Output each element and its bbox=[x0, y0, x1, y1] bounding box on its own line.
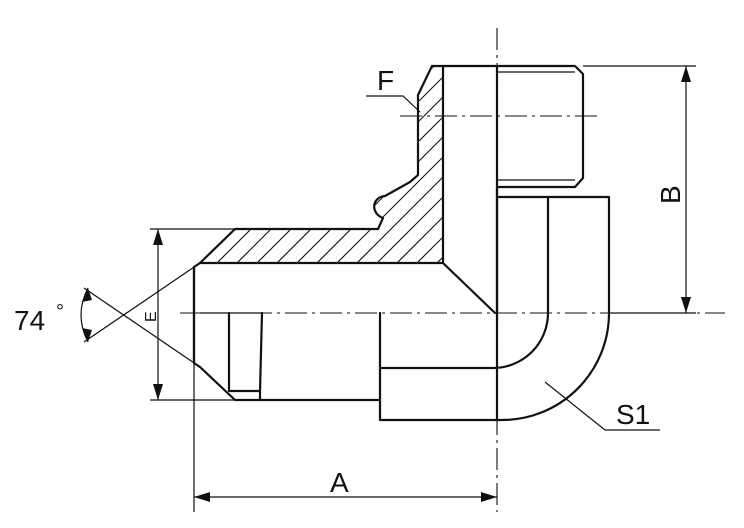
label-a: A bbox=[330, 467, 349, 498]
elbow-passage bbox=[378, 185, 611, 422]
label-s1: S1 bbox=[616, 399, 650, 430]
label-angle: 74 bbox=[14, 305, 45, 336]
dimension-a: A bbox=[193, 363, 497, 512]
leader-s1: S1 bbox=[544, 381, 660, 431]
label-degree: ° bbox=[56, 301, 64, 323]
label-b: B bbox=[655, 185, 686, 204]
dimension-b: B bbox=[583, 65, 696, 314]
left-port bbox=[192, 261, 499, 422]
dimension-e: E bbox=[143, 228, 235, 401]
label-f: F bbox=[377, 65, 394, 96]
leader-f: F bbox=[366, 65, 421, 113]
top-port bbox=[441, 64, 585, 315]
hatched-section bbox=[200, 66, 443, 263]
body-outline-upper bbox=[198, 64, 497, 315]
label-e: E bbox=[143, 311, 160, 322]
center-lines bbox=[180, 28, 725, 512]
angle-dimension: 74 ° bbox=[14, 262, 201, 368]
